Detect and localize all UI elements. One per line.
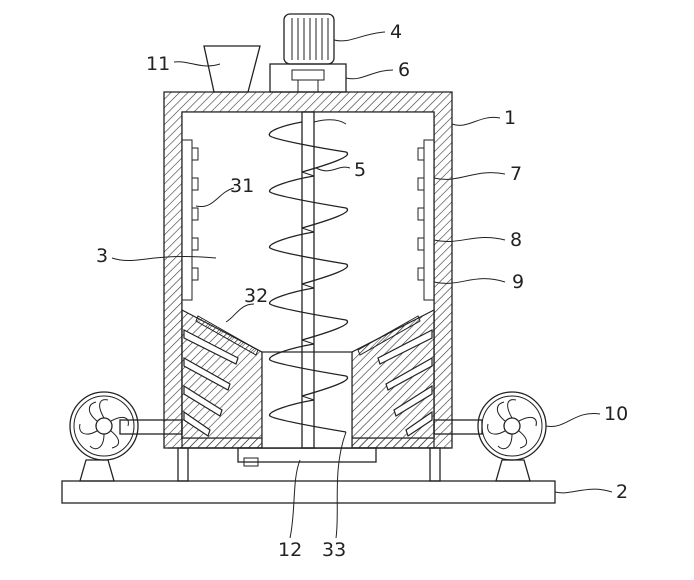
left-fan — [69, 391, 183, 482]
coupling-housing — [269, 63, 347, 93]
left-channel — [181, 139, 199, 301]
label-2: 2 — [616, 481, 628, 503]
discharge-channel — [261, 351, 353, 449]
label-9: 9 — [512, 271, 524, 293]
label-7: 7 — [510, 163, 522, 185]
right-channel — [417, 139, 435, 301]
label-8: 8 — [510, 229, 522, 251]
label-11: 11 — [146, 53, 170, 75]
label-4: 4 — [390, 21, 402, 43]
label-12: 12 — [278, 539, 302, 561]
label-3: 3 — [96, 245, 108, 267]
discharge-outlet — [237, 447, 377, 467]
perforated-plate — [195, 315, 421, 356]
label-6: 6 — [398, 59, 410, 81]
motor — [283, 13, 335, 65]
support-legs — [168, 447, 450, 482]
feed-hopper — [203, 45, 261, 93]
label-5: 5 — [354, 159, 366, 181]
left-air-passages — [183, 329, 239, 437]
label-10: 10 — [604, 403, 628, 425]
right-air-passages — [377, 329, 433, 437]
base-plate — [61, 480, 556, 504]
screw-blade — [268, 121, 349, 433]
leader-lines — [111, 31, 613, 539]
label-33: 33 — [322, 539, 346, 561]
label-32: 32 — [244, 285, 268, 307]
label-31: 31 — [230, 175, 254, 197]
label-1: 1 — [504, 107, 516, 129]
